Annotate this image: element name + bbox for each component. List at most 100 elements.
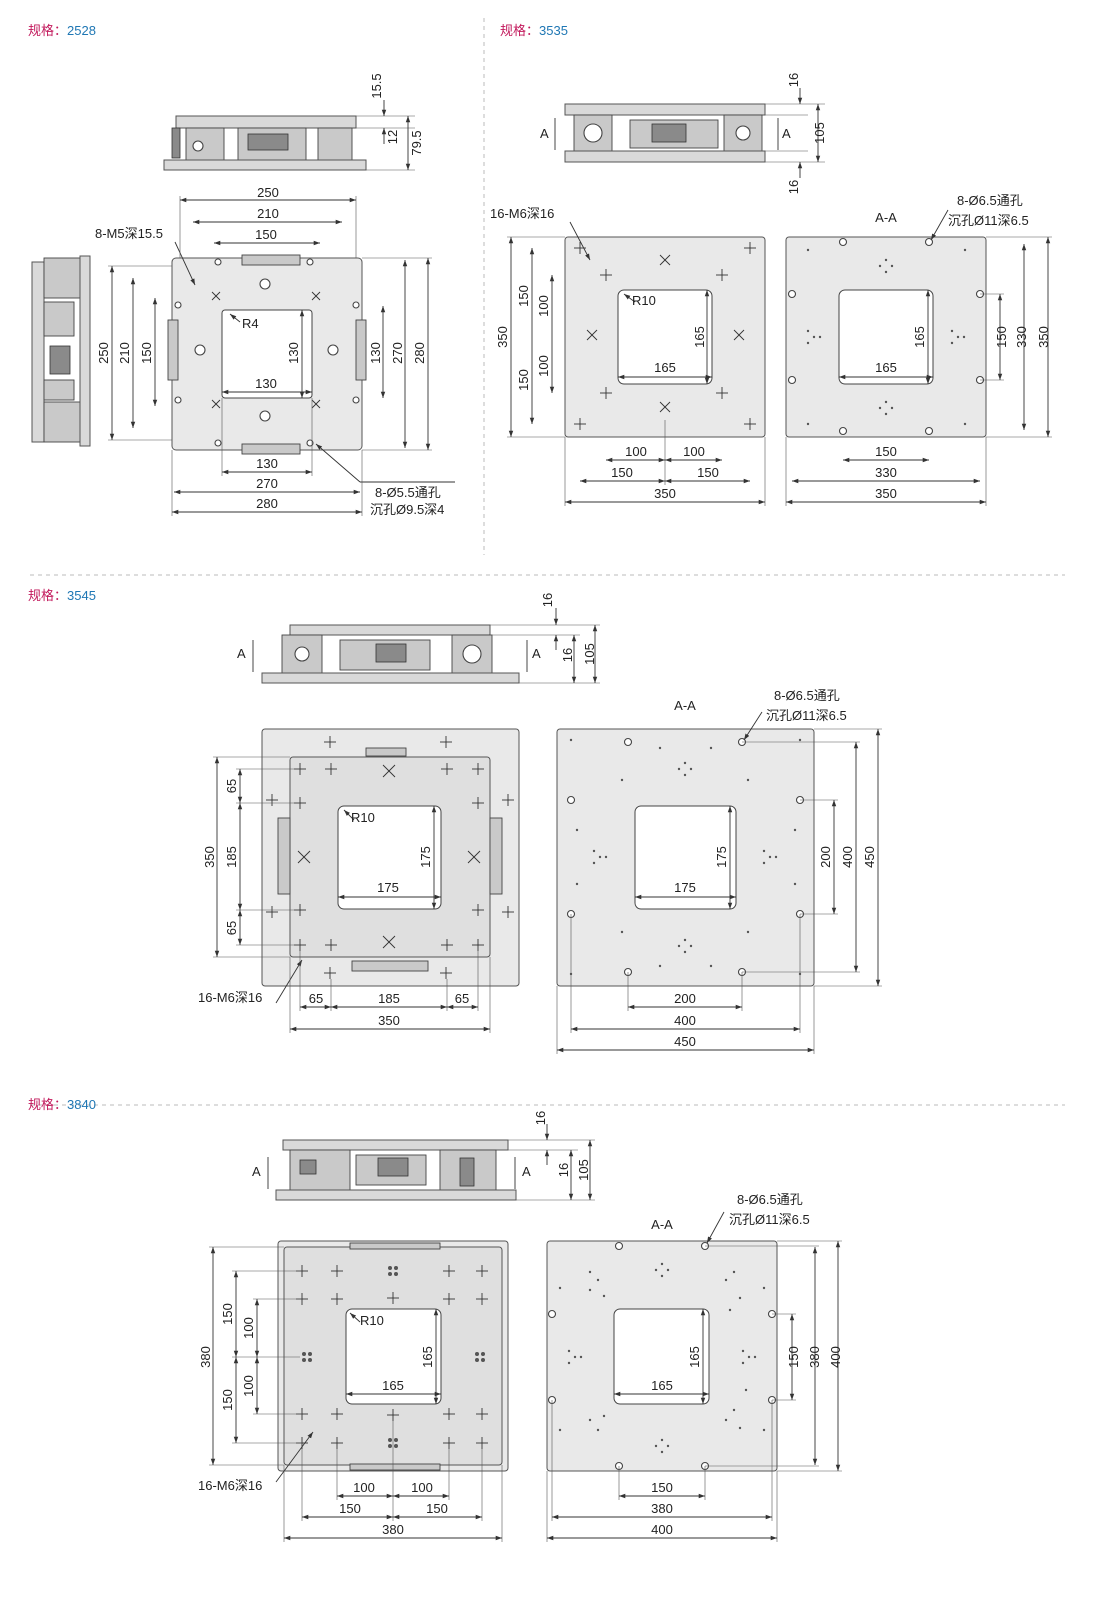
dim-left-100a: 100 bbox=[241, 1317, 256, 1339]
dim-aa-bottom-450: 450 bbox=[674, 1034, 696, 1049]
note-hole2-3545: 沉孔Ø11深6.5 bbox=[766, 708, 847, 723]
aa-view-3535 bbox=[785, 236, 987, 438]
dim-bottom-65a: 65 bbox=[309, 991, 323, 1006]
dim-aa-bottom-150: 150 bbox=[875, 444, 897, 459]
note-hole2-3840: 沉孔Ø11深6.5 bbox=[729, 1212, 810, 1227]
dim-center-165v: 165 bbox=[692, 326, 707, 348]
section-3535: 规格：3535 16 105 16 A A bbox=[490, 23, 1052, 506]
dim-right-280: 280 bbox=[412, 342, 427, 364]
dim-left-250: 250 bbox=[96, 342, 111, 364]
dim-bottom-100b: 100 bbox=[411, 1480, 433, 1495]
dim-aa-right-350: 350 bbox=[1036, 326, 1051, 348]
dim-aa-bottom-200: 200 bbox=[674, 991, 696, 1006]
section-heading-3545: 规格：3545 bbox=[28, 588, 96, 603]
dim-bottom-130: 130 bbox=[256, 456, 278, 471]
dim-center-130h: 130 bbox=[255, 376, 277, 391]
dim-left-380: 380 bbox=[198, 1346, 213, 1368]
dim-top-210: 210 bbox=[257, 206, 279, 221]
dim-16a: 16 bbox=[533, 1111, 548, 1125]
dim-16b: 16 bbox=[560, 648, 575, 662]
label-aa-3840: A-A bbox=[651, 1217, 673, 1232]
dim-16b: 16 bbox=[786, 180, 801, 194]
dim-r10: R10 bbox=[360, 1313, 384, 1328]
note-hole2-2528: 沉孔Ø9.5深4 bbox=[370, 502, 444, 517]
section-3840: 规格：3840 16 16 105 A A bbox=[28, 1097, 843, 1542]
dim-center-175v: 175 bbox=[418, 846, 433, 868]
note-tap-3535: 16-M6深16 bbox=[490, 206, 554, 221]
side-view-3535 bbox=[564, 103, 766, 163]
section-label: 规格： bbox=[28, 588, 67, 603]
dim-aa-right-450: 450 bbox=[862, 846, 877, 868]
aa-view-3840 bbox=[546, 1240, 778, 1472]
section-mark-a2: A bbox=[532, 646, 541, 661]
note-tap-2528: 8-M5深15.5 bbox=[95, 226, 163, 241]
dim-16b: 16 bbox=[556, 1163, 571, 1177]
dim-center-175h: 175 bbox=[377, 880, 399, 895]
section-model: 2528 bbox=[67, 23, 96, 38]
dim-bottom-150a: 150 bbox=[339, 1501, 361, 1516]
note-hole1-3840: 8-Ø6.5通孔 bbox=[737, 1192, 803, 1207]
dim-left-150b: 150 bbox=[516, 369, 531, 391]
dim-left-150a: 150 bbox=[516, 285, 531, 307]
dim-aa-right-380: 380 bbox=[807, 1346, 822, 1368]
note-hole1-2528: 8-Ø5.5通孔 bbox=[375, 485, 441, 500]
dim-105: 105 bbox=[812, 122, 827, 144]
dim-bottom-150b: 150 bbox=[697, 465, 719, 480]
dim-aa-right-400: 400 bbox=[840, 846, 855, 868]
dim-top-250: 250 bbox=[257, 185, 279, 200]
dim-r10: R10 bbox=[351, 810, 375, 825]
dim-left-65a: 65 bbox=[224, 779, 239, 793]
dim-105: 105 bbox=[576, 1159, 591, 1181]
dim-r10: R10 bbox=[632, 293, 656, 308]
dim-bottom-350: 350 bbox=[378, 1013, 400, 1028]
dim-aa-bottom-380: 380 bbox=[651, 1501, 673, 1516]
dim-aa-bottom-150: 150 bbox=[651, 1480, 673, 1495]
dim-left-210: 210 bbox=[117, 342, 132, 364]
note-tap-3840: 16-M6深16 bbox=[198, 1478, 262, 1493]
dim-aa-175v: 175 bbox=[714, 846, 729, 868]
dim-bottom-270: 270 bbox=[256, 476, 278, 491]
dim-aa-bottom-350: 350 bbox=[875, 486, 897, 501]
section-model: 3535 bbox=[539, 23, 568, 38]
dim-center-165h: 165 bbox=[654, 360, 676, 375]
dim-left-65b: 65 bbox=[224, 921, 239, 935]
top-view-3545 bbox=[261, 728, 520, 987]
section-2528: 规格：2528 15.5 12 79.5 bbox=[28, 23, 455, 517]
dim-bottom-100b: 100 bbox=[683, 444, 705, 459]
dim-left-350: 350 bbox=[202, 846, 217, 868]
section-mark-a2: A bbox=[782, 126, 791, 141]
section-heading-3535: 规格：3535 bbox=[500, 23, 568, 38]
dim-aa-right-150: 150 bbox=[786, 1346, 801, 1368]
side-view-2528 bbox=[163, 115, 367, 171]
label-aa-3545: A-A bbox=[674, 698, 696, 713]
dim-16a: 16 bbox=[786, 73, 801, 87]
dim-right-130: 130 bbox=[368, 342, 383, 364]
dim-aa-bottom-400: 400 bbox=[651, 1522, 673, 1537]
section-model: 3545 bbox=[67, 588, 96, 603]
dim-15-5: 15.5 bbox=[369, 73, 384, 98]
dim-bottom-150b: 150 bbox=[426, 1501, 448, 1516]
dim-12: 12 bbox=[385, 130, 400, 144]
dim-bottom-100a: 100 bbox=[353, 1480, 375, 1495]
note-hole1-3545: 8-Ø6.5通孔 bbox=[774, 688, 840, 703]
dim-center-165h: 165 bbox=[382, 1378, 404, 1393]
dim-left-100b: 100 bbox=[536, 355, 551, 377]
dim-16a: 16 bbox=[540, 593, 555, 607]
section-heading-2528: 规格：2528 bbox=[28, 23, 96, 38]
dim-79-5: 79.5 bbox=[409, 130, 424, 155]
dim-aa-175h: 175 bbox=[674, 880, 696, 895]
top-view-2528 bbox=[167, 254, 367, 455]
note-hole2-3535: 沉孔Ø11深6.5 bbox=[948, 213, 1029, 228]
dim-aa-right-330: 330 bbox=[1014, 326, 1029, 348]
section-mark-a1: A bbox=[540, 126, 549, 141]
dim-center-130v: 130 bbox=[286, 342, 301, 364]
section-label: 规格： bbox=[500, 23, 539, 38]
note-tap-3545: 16-M6深16 bbox=[198, 990, 262, 1005]
dim-left-100b: 100 bbox=[241, 1375, 256, 1397]
aa-view-3545 bbox=[556, 728, 815, 987]
dim-top-150: 150 bbox=[255, 227, 277, 242]
section-label: 规格： bbox=[28, 1097, 67, 1112]
section-mark-a2: A bbox=[522, 1164, 531, 1179]
dim-left-150a: 150 bbox=[220, 1303, 235, 1325]
